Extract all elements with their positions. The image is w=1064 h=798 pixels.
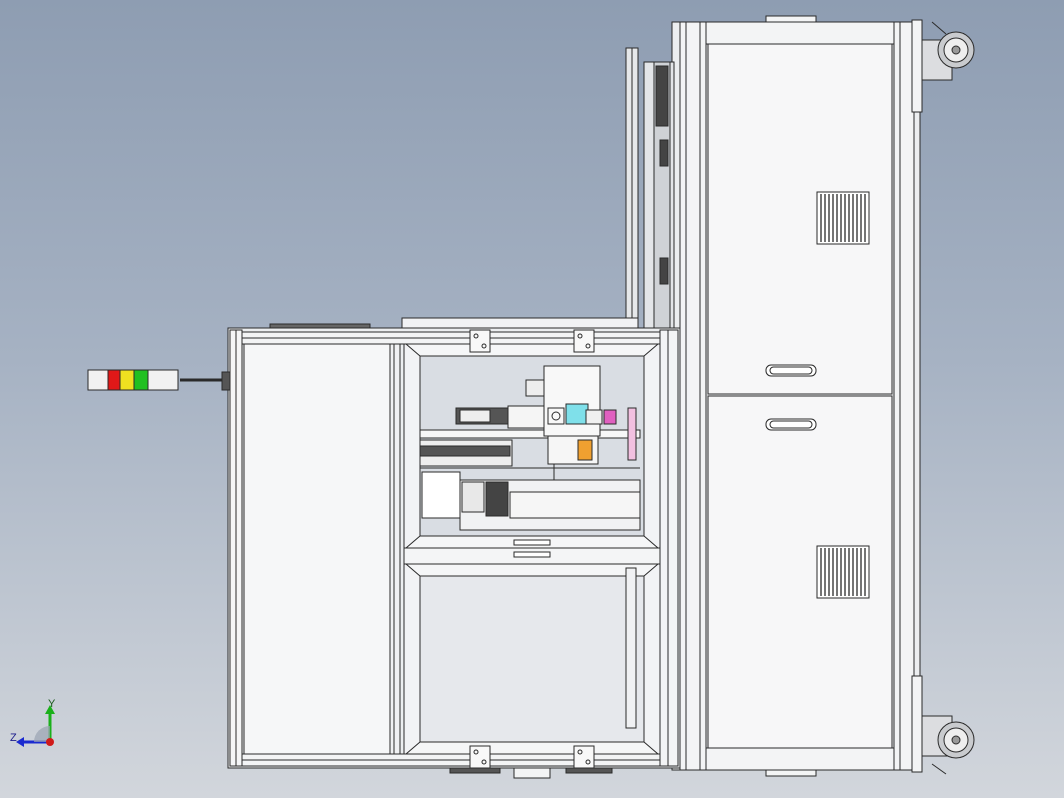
lower-window-opening	[419, 575, 645, 743]
main-frame	[227, 317, 681, 779]
z-axis-label: Z	[10, 732, 17, 744]
signal-tower	[87, 369, 231, 391]
right-cabinet	[671, 15, 923, 777]
bottom-caster	[921, 715, 975, 775]
vertical-rail	[625, 47, 675, 331]
lower-door-handle	[765, 418, 817, 431]
y-axis-label: Y	[48, 698, 56, 710]
triad-axes	[16, 705, 55, 747]
x-axis-dot	[46, 738, 54, 746]
view-orientation-triad[interactable]: Y Z	[6, 698, 66, 756]
lower-vent	[816, 545, 870, 599]
inner-mechanism	[419, 365, 641, 531]
upper-door-handle	[765, 364, 817, 377]
left-panel	[243, 343, 391, 755]
triad-plane	[34, 726, 50, 742]
upper-vent	[816, 191, 870, 245]
top-caster	[921, 21, 975, 81]
